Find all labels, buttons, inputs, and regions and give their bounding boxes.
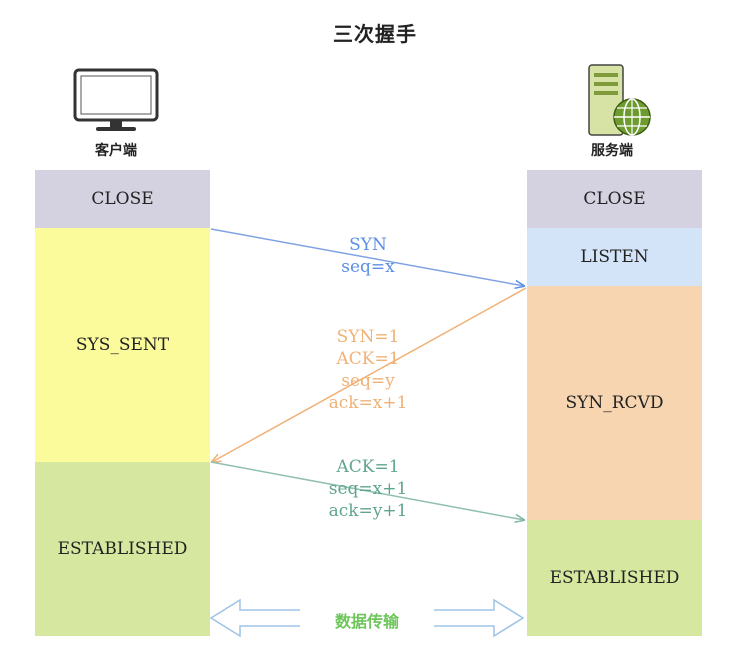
message-line: seq=y: [341, 371, 395, 391]
syn-message: SYN seq=x: [298, 234, 438, 278]
client-state-syn-sent: SYS_SENT: [35, 228, 210, 462]
diagram-title: 三次握手: [333, 22, 417, 46]
syn-arrow: [210, 228, 524, 286]
message-line: ACK=1: [336, 457, 400, 477]
server-globe-icon: [588, 64, 651, 136]
message-line: ACK=1: [336, 349, 400, 369]
ack-arrow: [210, 461, 524, 520]
ack-message: ACK=1 seq=x+1 ack=y+1: [298, 456, 438, 522]
message-line: seq=x+1: [328, 479, 408, 499]
message-line: ack=x+1: [328, 393, 408, 413]
client-state-established: ESTABLISHED: [35, 462, 210, 636]
server-state-close: CLOSE: [527, 170, 702, 228]
server-state-established: ESTABLISHED: [527, 520, 702, 636]
message-line: ack=y+1: [328, 501, 408, 521]
syn-ack-arrow: [212, 287, 527, 462]
syn-ack-message: SYN=1 ACK=1 seq=y ack=x+1: [298, 326, 438, 414]
message-line: SYN=1: [336, 327, 400, 347]
server-state-listen: LISTEN: [527, 228, 702, 286]
data-transfer-label: 数据传输: [300, 608, 434, 632]
server-state-syn-rcvd: SYN_RCVD: [527, 286, 702, 520]
message-line: seq=x: [341, 257, 395, 277]
monitor-icon: [73, 68, 159, 131]
message-line: SYN: [349, 235, 387, 255]
client-state-close: CLOSE: [35, 170, 210, 228]
server-label: 服务端: [591, 143, 633, 159]
client-label: 客户端: [95, 143, 137, 159]
